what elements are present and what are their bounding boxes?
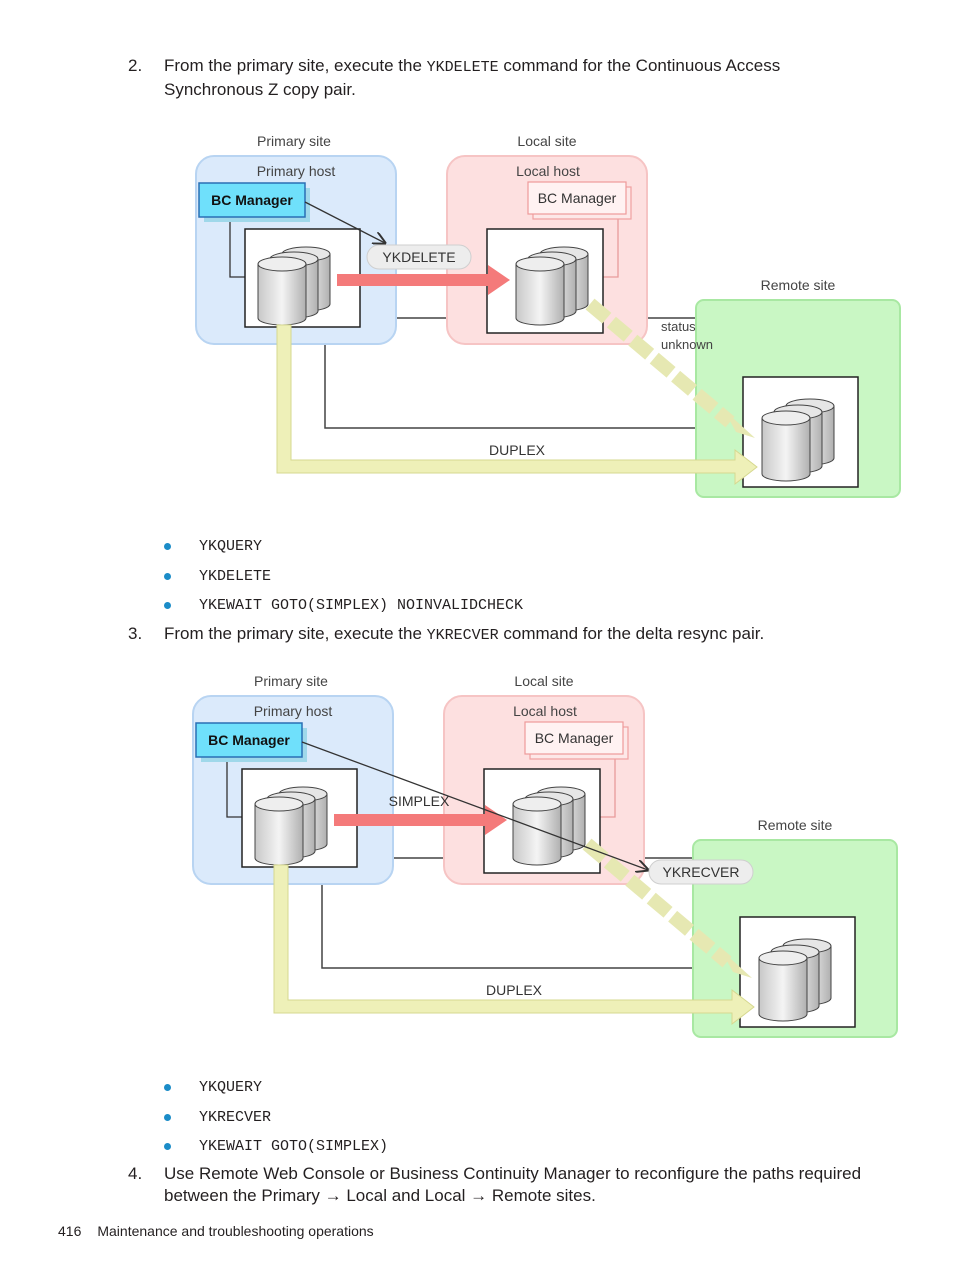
delta-resync-arrow [582,838,732,968]
disk-stack-icon [257,246,331,326]
step-text-line1: Use Remote Web Console or Business Conti… [164,1164,862,1183]
local-host-label: Local host [516,163,580,179]
disk-stack-icon [758,938,832,1022]
disk-stack-icon [761,398,835,482]
command-list-1: YKQUERY YKDELETE YKEWAIT GOTO(SIMPLEX) N… [164,537,523,626]
step-4: 4. Use Remote Web Console or Business Co… [128,1163,878,1207]
diagram-ykrecver: Primary site Local site Primary host Loc… [192,673,898,1038]
copy-arrow-red [337,265,510,295]
host-link-line [600,756,616,818]
list-item-text: YKDELETE [199,567,272,585]
bc-manager-local-label: BC Manager [535,730,614,746]
command-list-2: YKQUERY YKRECVER YKEWAIT GOTO(SIMPLEX) [164,1078,388,1167]
copy-arrow-red [334,805,507,835]
command-name: YKRECVER [426,627,499,644]
duplex-path-line [324,325,697,429]
step-text-before: From the primary site, execute the [164,624,427,643]
simplex-label: SIMPLEX [389,793,450,809]
local-site-label: Local site [514,673,573,689]
delta-resync-arrowhead [721,950,752,978]
command-pointer [304,201,385,243]
command-name: YKDELETE [426,59,499,76]
step-text-line2: between the Primary → Local and Local → … [164,1186,596,1205]
local-site-label: Local site [517,133,576,149]
list-item: YKEWAIT GOTO(SIMPLEX) NOINVALIDCHECK [164,596,523,626]
step-text-after: command for the Continuous Access Synchr… [164,56,781,99]
status-unknown-arrow [585,298,735,428]
step-number: 4. [128,1164,143,1183]
bc-manager-primary [198,182,306,218]
step-text-before: From the primary site, execute the [164,56,427,75]
primary-site-label: Primary site [254,673,328,689]
bc-manager-primary-label: BC Manager [211,192,293,208]
list-item: YKDELETE [164,567,523,597]
primary-host-label: Primary host [254,703,333,719]
step-text-after: command for the delta resync pair. [498,624,765,643]
list-item-text: YKRECVER [199,1108,272,1126]
list-item-text: YKEWAIT GOTO(SIMPLEX) [199,1138,389,1155]
list-item: YKEWAIT GOTO(SIMPLEX) [164,1137,388,1167]
bullet-icon [164,1113,171,1121]
bullet-icon [164,572,171,580]
remote-site-label: Remote site [758,817,833,833]
duplex-label: DUPLEX [486,982,543,998]
primary-site-label: Primary site [257,133,331,149]
duplex-arrow [273,864,755,1026]
step-2: 2. From the primary site, execute the YK… [128,55,878,101]
step-text: Use Remote Web Console or Business Conti… [164,1163,878,1207]
step-text: From the primary site, execute the YKDEL… [164,55,878,101]
bc-manager-primary [195,722,303,758]
host-link-line [226,760,242,818]
disk-stack-icon [515,246,589,326]
diagram-ykdelete: Primary site Local site Primary host Loc… [195,133,901,498]
command-tag-label: YKDELETE [382,249,455,265]
bullet-icon [164,1143,171,1150]
status-label-line2: unknown [661,337,713,352]
step-number: 3. [128,624,143,643]
command-tag [366,244,472,270]
host-link-line [229,220,245,278]
bullet-icon [164,1084,171,1091]
duplex-label: DUPLEX [489,442,546,458]
list-item: YKQUERY [164,537,523,567]
step-3: 3. From the primary site, execute the YK… [128,623,878,647]
list-item-text: YKEWAIT GOTO(SIMPLEX) NOINVALIDCHECK [199,597,524,614]
duplex-path-line [321,865,694,969]
command-tag-label: YKRECVER [662,864,739,880]
list-item-text: YKQUERY [199,538,263,555]
disk-stack-icon [254,786,328,866]
bc-manager-local-label: BC Manager [538,190,617,206]
status-label-line1: status [661,319,696,334]
step-text: From the primary site, execute the YKREC… [164,623,878,647]
bc-manager-primary-label: BC Manager [208,732,290,748]
bullet-icon [164,543,171,550]
local-host-label: Local host [513,703,577,719]
page-number: 416 [58,1223,82,1239]
page-footer: 416 Maintenance and troubleshooting opera… [58,1223,374,1239]
remote-site-label: Remote site [761,277,836,293]
step-number: 2. [128,56,143,75]
list-item: YKQUERY [164,1078,388,1108]
bullet-icon [164,602,171,609]
bc-manager-local [524,721,624,755]
duplex-arrow [276,324,758,486]
status-unknown-arrowhead [724,410,755,438]
command-tag [648,859,754,885]
section-title: Maintenance and troubleshooting operatio… [97,1223,374,1239]
host-link-line [603,216,619,278]
list-item: YKRECVER [164,1108,388,1138]
primary-host-label: Primary host [257,163,336,179]
command-pointer [301,741,648,870]
disk-stack-icon [512,786,586,866]
list-item-text: YKQUERY [199,1079,263,1096]
bc-manager-local [527,181,627,215]
